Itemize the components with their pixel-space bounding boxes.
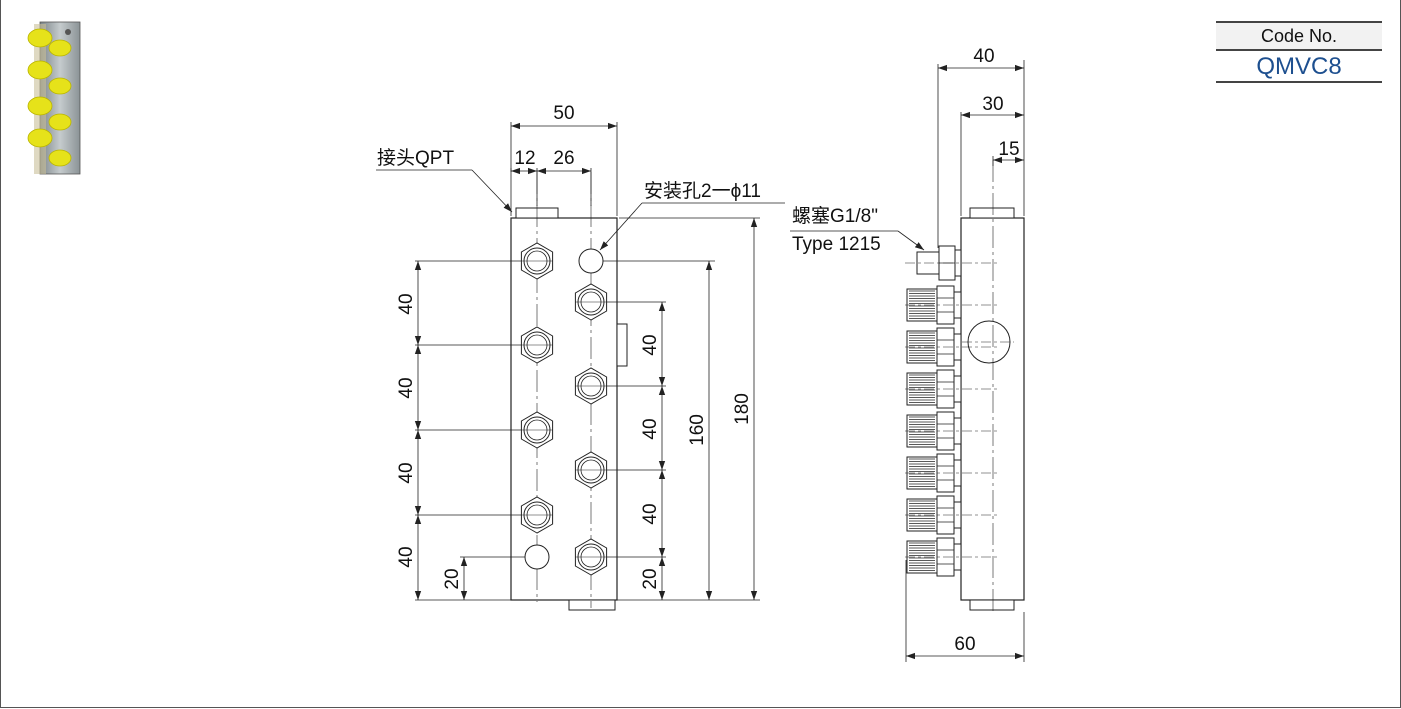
dim-side-60: 60 — [954, 634, 975, 655]
dim-pitch-left-1: 40 — [396, 293, 417, 314]
right-hex-fitting-1 — [574, 283, 608, 321]
dim-pitch-left-3: 40 — [396, 462, 417, 483]
side-outlet-fitting-1 — [905, 285, 1000, 325]
side-boss — [616, 323, 628, 367]
dim-bottom-right-20: 20 — [640, 568, 661, 589]
dim-offset-12: 12 — [514, 148, 535, 169]
dim-width-50: 50 — [553, 103, 574, 124]
dim-side-15: 15 — [998, 139, 1019, 160]
dim-height-180: 180 — [732, 393, 753, 425]
front-fittings — [520, 242, 608, 576]
bottom-fitting — [568, 599, 616, 611]
left-hex-fitting-1 — [520, 242, 554, 280]
mount-hole-top — [578, 248, 604, 274]
dim-pitch-right-2: 40 — [640, 418, 661, 439]
dim-side-40: 40 — [973, 46, 994, 67]
side-outlet-fitting-3 — [905, 369, 1000, 409]
side-outlet-fitting-7 — [905, 537, 1000, 577]
side-dimension-labels: 40 30 15 60 螺塞G1/8" Type 1215 — [792, 46, 1020, 655]
side-outlet-fitting-2 — [905, 327, 1000, 367]
callout-mount-hole: 安装孔2一ϕ11 — [644, 180, 761, 202]
code-number-label: Code No. — [1216, 21, 1382, 51]
dim-pitch-left-4: 40 — [396, 546, 417, 567]
side-outlet-fitting-4 — [905, 411, 1000, 451]
mount-hole-bottom — [524, 544, 550, 570]
side-body — [960, 217, 1025, 601]
manifold-body — [510, 217, 618, 601]
right-hex-fitting-3 — [574, 451, 608, 489]
dim-side-30: 30 — [982, 94, 1003, 115]
side-view — [790, 60, 1025, 662]
left-hex-fitting-3 — [520, 411, 554, 449]
front-dimension-labels: 50 12 26 接头QPT 安装孔2一ϕ11 40 40 40 40 20 4… — [377, 103, 761, 590]
callout-plug-line2: Type 1215 — [792, 234, 881, 255]
side-fittings — [905, 245, 1000, 577]
code-number-box: Code No. QMVC8 — [1216, 21, 1382, 83]
dim-offset-26: 26 — [553, 148, 574, 169]
product-photo — [27, 21, 81, 175]
right-hex-fitting-4 — [574, 538, 608, 576]
side-outlet-fitting-6 — [905, 495, 1000, 535]
left-hex-fitting-4 — [520, 496, 554, 534]
side-outlet-fitting-5 — [905, 453, 1000, 493]
left-hex-fitting-2 — [520, 326, 554, 364]
code-number-value: QMVC8 — [1216, 51, 1382, 83]
dim-bottom-left-20: 20 — [442, 568, 463, 589]
dim-height-160: 160 — [687, 414, 708, 446]
right-hex-fitting-2 — [574, 367, 608, 405]
dim-pitch-right-1: 40 — [640, 334, 661, 355]
dim-pitch-right-3: 40 — [640, 503, 661, 524]
dim-pitch-left-2: 40 — [396, 377, 417, 398]
side-plug — [905, 245, 1000, 281]
callout-plug-line1: 螺塞G1/8" — [792, 205, 878, 227]
callout-fitting: 接头QPT — [377, 147, 454, 169]
